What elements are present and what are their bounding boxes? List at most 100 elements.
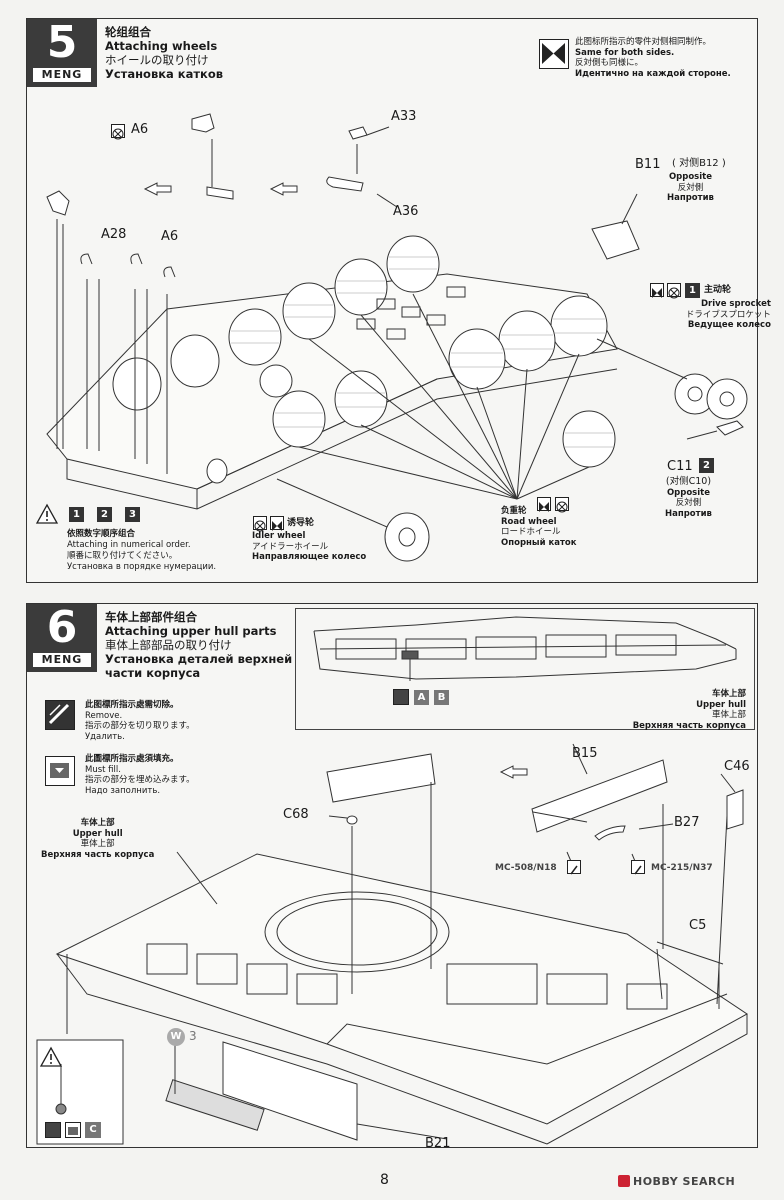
ih-en: Upper hull: [696, 699, 746, 710]
uh-cn: 车体上部: [80, 818, 115, 828]
step-5-panel: 5 MENG 轮组组合 Attaching wheels ホイールの取り付け У…: [26, 17, 771, 583]
uh-en: Upper hull: [72, 828, 123, 839]
title-ru: Установка катков: [105, 67, 224, 81]
opp-en: Opposite: [668, 172, 712, 182]
part-box-a: A: [414, 690, 429, 705]
order-box-2: 2: [699, 458, 714, 473]
fl-ja: 指示の部分を埋め込みます。: [85, 775, 195, 785]
water-slide-decal-icon: W: [167, 1028, 185, 1046]
rw-ja: ロードホイール: [501, 527, 561, 537]
cement-icon: [667, 283, 681, 299]
remove-icon: [45, 700, 75, 730]
cut-icon: [393, 689, 409, 705]
fl-cn: 此圖標所指示處須填充。: [85, 754, 179, 764]
hobby-search-logo-icon: [618, 1175, 630, 1187]
order-box-3: 3: [125, 507, 140, 522]
iw-ru: Направляющее колесо: [252, 552, 367, 562]
warning-icon: [39, 1046, 63, 1067]
part-label-c5: C5: [689, 918, 707, 933]
rm-cn: 此图標所指示處需切除。: [85, 700, 179, 710]
fill-note: 此圖標所指示處須填充。 Must fill. 指示の部分を埋め込みます。 Над…: [85, 754, 195, 796]
bowtie-icon: [539, 39, 569, 69]
cement-icon: [555, 497, 569, 513]
part-label-b15: B15: [572, 746, 598, 761]
title-en: Attaching wheels: [105, 39, 218, 53]
wheel-assembly-drawing: [46, 113, 748, 562]
same-sides-note: 此图标所指示的零件对侧相同制作。 Same for both sides. 反対…: [575, 37, 731, 79]
c11-opp-ru: Напротив: [665, 508, 712, 519]
part-label-a6-top: A6: [131, 122, 149, 137]
step-title: 车体上部部件组合 Attaching upper hull parts 車体上部…: [105, 610, 292, 680]
on-ja: 順番に取り付けてください。: [67, 551, 178, 561]
part-label-a36: A36: [393, 204, 419, 219]
ds-ru: Ведущее колесо: [687, 320, 771, 330]
cut-icon: [45, 1122, 61, 1138]
part-label-c46: C46: [724, 759, 750, 774]
fl-en: Must fill.: [85, 764, 121, 775]
note-ru: Идентично на каждой стороне.: [575, 68, 731, 79]
idler-wheel-cn: 诱导轮: [287, 518, 315, 528]
upper-hull-drawing: [36, 743, 748, 1145]
step-title: 轮组组合 Attaching wheels ホイールの取り付け Установк…: [105, 25, 223, 81]
rw-en: Road wheel: [501, 516, 557, 527]
note-ja: 反対側も同様に。: [575, 58, 644, 68]
fill-icon: [65, 1122, 81, 1138]
title-ja: 車体上部部品の取り付け: [105, 638, 232, 652]
on-cn: 依照数字顺序组合: [67, 529, 136, 539]
note-cn: 此图标所指示的零件对侧相同制作。: [575, 37, 712, 47]
watermark: HOBBY SEARCH: [618, 1175, 735, 1188]
part-box-c: C: [85, 1122, 101, 1138]
uh-ja: 車体上部: [80, 839, 115, 849]
drive-sprocket-note: Drive sprocket ドライブスプロケット Ведущее колесо: [673, 299, 771, 331]
step-badge: 5 MENG: [27, 17, 97, 87]
on-ru: Установка в порядке нумерации.: [67, 562, 217, 572]
title-ru-1: Установка деталей верхней: [105, 652, 293, 666]
ds-ja: ドライブスプロケット: [685, 309, 771, 320]
drive-sprocket-cn: 主动轮: [704, 285, 732, 295]
title-cn: 车体上部部件组合: [105, 610, 197, 624]
inset-upper-hull-label: 车体上部 Upper hull 車体上部 Верхняя часть корпу…: [633, 689, 746, 731]
title-cn: 轮组组合: [105, 25, 151, 39]
part-label-a6-mid: A6: [161, 229, 179, 244]
rm-en: Remove.: [85, 710, 123, 721]
step-number: 6: [46, 602, 78, 653]
b11-opposite-note: Opposite 反対側 Напротив: [667, 172, 714, 204]
title-en: Attaching upper hull parts: [105, 624, 277, 638]
part-label-c11: C11: [667, 459, 693, 474]
title-ru-2: части корпуса: [105, 666, 201, 680]
order-box-2: 2: [97, 507, 112, 522]
c11-opp: (对侧C10): [665, 476, 712, 487]
opp-ja: 反対側: [677, 182, 704, 193]
remove-note: 此图標所指示處需切除。 Remove. 指示の部分を切り取ります。 Удалит…: [85, 700, 195, 742]
cement-icon: [253, 516, 267, 532]
cement-icon: [111, 124, 125, 140]
paint-mc508: MC-508/N18: [495, 863, 557, 873]
step-number: 5: [46, 17, 78, 68]
fl-ru: Надо заполнить.: [85, 785, 161, 796]
step-badge: 6 MENG: [27, 602, 97, 672]
uh-ru: Верхняя часть корпуса: [41, 849, 155, 860]
part-label-b27: B27: [674, 815, 700, 830]
rm-ja: 指示の部分を切り取ります。: [85, 721, 195, 731]
c11-opposite-note: (对侧C10) Opposite 反対側 Напротив: [665, 476, 712, 519]
road-wheel-note: 负重轮 Road wheel ロードホイール Опорный каток: [501, 506, 577, 548]
note-en: Same for both sides.: [575, 47, 675, 58]
paint-brush-icon: [631, 860, 645, 875]
ih-ru: Верхняя часть корпуса: [632, 720, 746, 731]
page-number: 8: [380, 1172, 389, 1188]
warning-icon: [35, 503, 59, 524]
iw-en: Idler wheel: [252, 531, 306, 541]
title-ja: ホイールの取り付け: [105, 53, 209, 67]
part-box-b: B: [434, 690, 449, 705]
fill-icon: [45, 756, 75, 786]
opp-ru: Напротив: [667, 193, 714, 203]
bowtie-icon: [270, 516, 284, 531]
b11-opposite: ( 对侧B12 ): [672, 158, 726, 169]
paint-mc215: MC-215/N37: [651, 863, 713, 873]
iw-ja: アイドラーホイール: [252, 541, 329, 552]
rm-ru: Удалить.: [85, 731, 125, 742]
decal-number: 3: [189, 1029, 197, 1043]
ih-cn: 车体上部: [711, 689, 746, 699]
part-label-a28: A28: [101, 227, 127, 242]
bowtie-icon: [650, 283, 664, 298]
